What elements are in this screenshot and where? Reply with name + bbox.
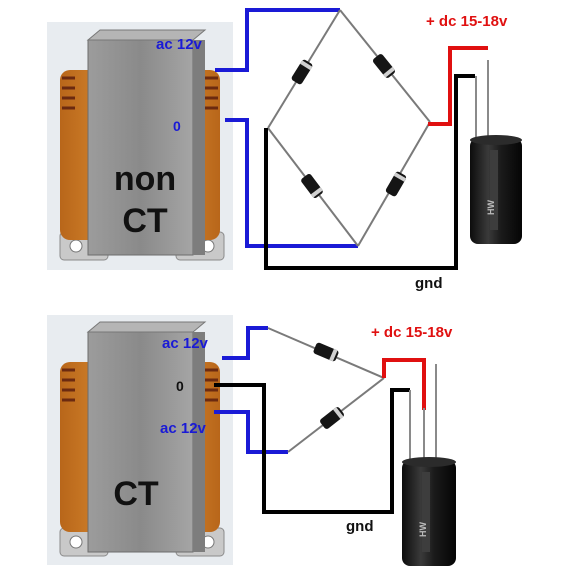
top-ac-wire-upper xyxy=(215,8,340,72)
diode-top-lower-right xyxy=(385,171,407,197)
top-positive-wire xyxy=(428,46,488,126)
bottom-core-front xyxy=(87,331,194,553)
top-ground-wire xyxy=(264,74,475,270)
top-ac-wires xyxy=(215,8,358,248)
bottom-terminal-pins xyxy=(62,368,218,402)
top-output-label: + dc 15-18v xyxy=(426,13,508,30)
diode-top-upper-left xyxy=(291,59,313,85)
diode-top-upper-right xyxy=(373,54,395,78)
top-transformer: non CT xyxy=(47,22,233,270)
top-core-front xyxy=(87,39,194,256)
bottom-diodes xyxy=(313,342,344,429)
bottom-mount-hole-left xyxy=(69,535,83,549)
bottom-ground-wire xyxy=(214,383,410,514)
bottom-core-side xyxy=(193,332,205,552)
bottom-ground-label: gnd xyxy=(346,518,374,535)
top-input-ac-label: ac 12v xyxy=(156,36,203,53)
top-ground-label: gnd xyxy=(415,275,443,292)
top-bridge-rectifier xyxy=(267,9,431,247)
bottom-ac-wire-lower xyxy=(214,410,288,454)
bottom-transformer-label: CT xyxy=(113,475,159,513)
top-capacitor-marking: HW xyxy=(486,200,496,215)
bottom-input-ac-top-label: ac 12v xyxy=(162,335,209,352)
top-input-zero-label: 0 xyxy=(173,118,181,134)
top-transformer-label-line2: CT xyxy=(122,202,168,240)
bottom-output-label: + dc 15-18v xyxy=(371,324,453,341)
bottom-capacitor-marking: HW xyxy=(418,522,428,537)
top-diodes xyxy=(291,54,407,198)
diode-bottom-upper xyxy=(313,342,339,362)
bottom-capacitor: HW xyxy=(402,364,456,566)
top-terminal-pins xyxy=(62,76,218,110)
top-core-top xyxy=(86,29,207,41)
top-ac-wire-lower xyxy=(225,118,358,248)
bottom-input-ac-bottom-label: ac 12v xyxy=(160,420,207,437)
top-core-side xyxy=(193,40,205,255)
diode-bottom-lower xyxy=(320,407,344,429)
bottom-ac-wire-upper xyxy=(222,326,268,360)
diode-top-lower-left xyxy=(301,174,323,198)
bottom-core-top xyxy=(86,321,207,333)
top-mount-hole-left xyxy=(69,239,83,253)
bottom-center-tap-label: 0 xyxy=(176,378,184,394)
top-transformer-label-line1: non xyxy=(114,160,176,198)
bottom-ac-wires xyxy=(214,326,288,454)
bottom-transformer: CT xyxy=(47,315,233,565)
top-capacitor: HW xyxy=(470,60,522,244)
bottom-positive-wire xyxy=(382,358,426,410)
